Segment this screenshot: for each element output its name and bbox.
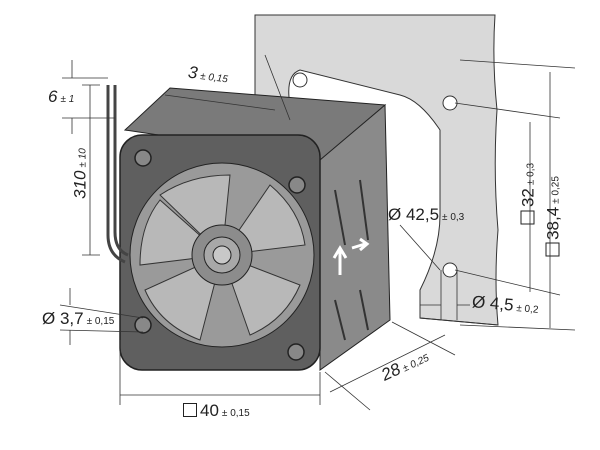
square-symbol-icon [545,242,560,257]
dim-frame-square: 40± 0,15 [183,402,250,419]
dim-lead-length: 310 ± 10 [70,134,90,214]
dim-tolerance: ± 0,15 [221,408,250,419]
lead-wires [106,85,129,264]
plate-hole [442,262,458,278]
dim-tolerance: ± 0,3 [442,212,465,223]
dim-plate-thickness: 3± 0,15 [186,62,229,86]
dim-tolerance: ± 0,25 [550,176,562,204]
dim-value: Ø 4,5 [471,292,515,315]
dimension-lines [59,54,576,411]
dim-value: 3 [186,62,199,83]
airflow-arrow-icon [332,237,370,275]
dim-tolerance: ± 1 [60,94,75,105]
dim-cutout-diameter: Ø 42,5± 0,3 [388,206,464,223]
dim-value: 40 [200,401,219,420]
dim-plate-square: 38,4 ± 0,25 [543,157,563,277]
dim-tolerance: ± 0,3 [525,162,537,186]
square-symbol-icon [520,210,535,225]
dim-tolerance: ± 0,15 [86,316,115,327]
dim-tolerance: ± 0,2 [515,302,539,316]
dim-value: Ø 3,7 [42,309,84,328]
dim-value: Ø 42,5 [388,205,440,224]
fan-mount-holes [134,149,306,361]
square-symbol-icon [183,403,197,417]
dim-value: 32 [518,188,538,208]
dim-value: 38,4 [543,206,563,240]
dim-hole-pitch: 32 ± 0,3 [518,144,538,244]
dim-value: 310 [70,170,90,199]
dim-tolerance: ± 10 [77,148,89,168]
dim-value: 6 [48,87,58,106]
plate-hole [292,72,308,88]
dim-lead-spacing: 6± 1 [48,88,74,105]
dim-fan-mount-hole: Ø 3,7± 0,15 [42,310,114,327]
plate-hole [442,95,458,111]
